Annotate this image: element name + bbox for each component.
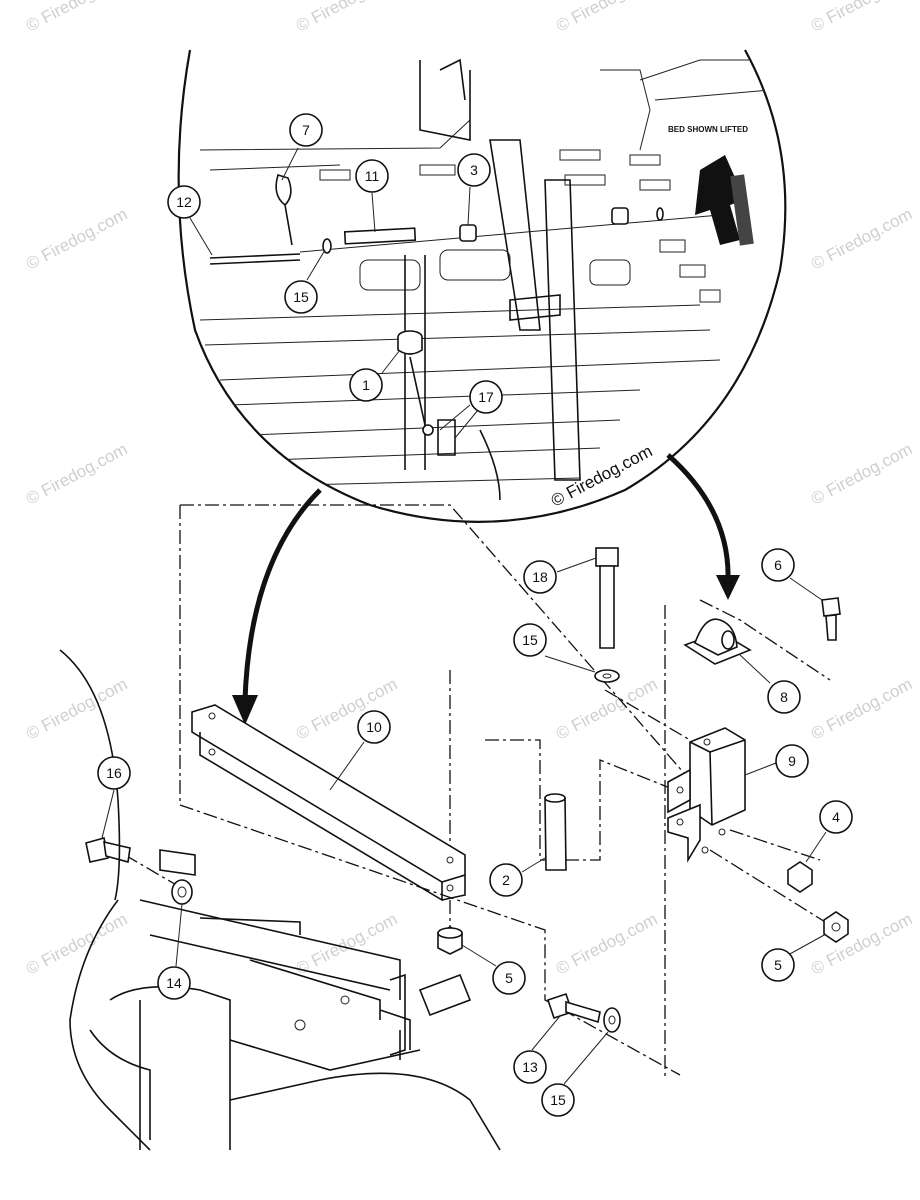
callout-9: 9 xyxy=(744,744,809,778)
watermark: © Firedog.com xyxy=(23,909,131,978)
svg-text:1: 1 xyxy=(362,377,370,393)
watermark: © Firedog.com xyxy=(808,674,916,743)
callout-15-lower: 15 xyxy=(541,1031,609,1117)
svg-text:3: 3 xyxy=(470,162,478,178)
watermark: © Firedog.com xyxy=(23,204,131,273)
svg-text:13: 13 xyxy=(522,1059,538,1075)
callout-16: 16 xyxy=(97,756,131,839)
callout-7: 7 xyxy=(281,113,323,181)
watermark: © Firedog.com xyxy=(553,909,661,978)
watermark: © Firedog.com xyxy=(23,439,131,508)
svg-text:8: 8 xyxy=(780,689,788,705)
watermark: © Firedog.com xyxy=(23,0,131,36)
svg-text:15: 15 xyxy=(550,1092,566,1108)
assembly xyxy=(59,504,849,1151)
svg-text:9: 9 xyxy=(788,753,796,769)
watermark: © Firedog.com xyxy=(808,204,916,273)
callout-11: 11 xyxy=(355,159,389,233)
svg-text:18: 18 xyxy=(532,569,548,585)
watermark: © Firedog.com xyxy=(23,674,131,743)
watermark: © Firedog.com xyxy=(553,0,661,36)
callout-2: 2 xyxy=(489,857,546,897)
callout-14: 14 xyxy=(157,903,191,1000)
callout-13: 13 xyxy=(513,1015,561,1084)
callout-18: 18 xyxy=(523,557,597,594)
svg-text:10: 10 xyxy=(366,719,382,735)
svg-text:14: 14 xyxy=(166,975,182,991)
svg-text:5: 5 xyxy=(774,957,782,973)
callout-15-inset: 15 xyxy=(284,249,326,314)
inset-note-bed-shown-lifted: BED SHOWN LIFTED xyxy=(668,125,748,134)
watermark: © Firedog.com xyxy=(808,439,916,508)
svg-text:12: 12 xyxy=(176,194,192,210)
callout-5-lower-left: 5 xyxy=(461,944,526,995)
watermarks: © Firedog.com © Firedog.com © Firedog.co… xyxy=(23,0,916,979)
watermark: © Firedog.com xyxy=(293,909,401,978)
transfer-arrows xyxy=(232,453,740,725)
svg-text:4: 4 xyxy=(832,809,840,825)
callout-4: 4 xyxy=(805,800,853,863)
svg-text:6: 6 xyxy=(774,557,782,573)
svg-text:5: 5 xyxy=(505,970,513,986)
callout-1: 1 xyxy=(349,349,401,402)
callout-5-right: 5 xyxy=(761,933,827,982)
svg-text:17: 17 xyxy=(478,389,494,405)
callout-6: 6 xyxy=(761,548,823,601)
callout-12: 12 xyxy=(167,185,213,256)
callout-8: 8 xyxy=(739,654,801,714)
watermark: © Firedog.com xyxy=(293,0,401,36)
watermark: © Firedog.com xyxy=(808,0,916,36)
svg-text:16: 16 xyxy=(106,765,122,781)
svg-text:7: 7 xyxy=(302,122,310,138)
callouts: 7 11 3 12 15 1 xyxy=(97,113,853,1117)
callout-15-upper: 15 xyxy=(513,623,596,673)
svg-text:2: 2 xyxy=(502,872,510,888)
svg-text:15: 15 xyxy=(522,632,538,648)
callout-17: 17 xyxy=(439,380,503,439)
inset-detail: BED SHOWN LIFTED © Firedog.com xyxy=(177,49,787,523)
svg-text:15: 15 xyxy=(293,289,309,305)
svg-text:11: 11 xyxy=(365,168,380,184)
callout-3: 3 xyxy=(457,153,491,226)
callout-10: 10 xyxy=(329,710,391,791)
